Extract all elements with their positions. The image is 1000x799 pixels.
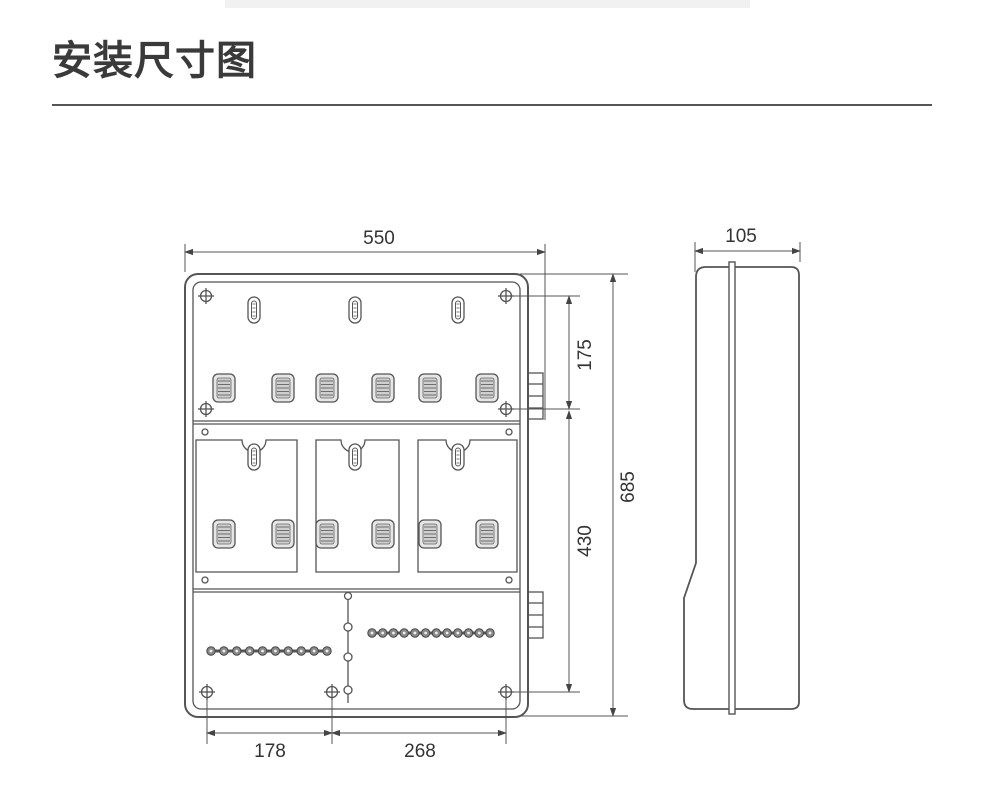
terminal-block: [371, 519, 395, 549]
hanging-slot: [348, 296, 362, 324]
hanging-slot: [451, 443, 465, 471]
terminal-block: [418, 373, 442, 403]
mount-hole-bottom-middle: [324, 684, 340, 700]
dim-height-label: 685: [618, 471, 639, 503]
terminal-block: [475, 373, 499, 403]
side-profile-back: [735, 266, 800, 710]
hinge-upper: [527, 372, 544, 420]
dimension-labels: 550 105 685 175 430 178 268: [254, 226, 757, 762]
mount-hole-top-left: [198, 288, 214, 304]
mount-hole-bottom-right: [498, 684, 514, 700]
front-view: [184, 273, 544, 718]
dim-width-label: 550: [363, 228, 395, 249]
upper-section-divider: [193, 420, 520, 425]
dim-bottom-left-label: 178: [254, 741, 286, 762]
terminal-strip: [206, 646, 332, 656]
side-profile-body: [683, 266, 729, 710]
terminal-block: [271, 519, 295, 549]
enclosure-inner-frame: [192, 281, 521, 710]
enclosure-outer-frame: [184, 273, 529, 718]
meter-compartment-left: [195, 439, 298, 573]
separator-screws: [343, 591, 353, 695]
terminal-strip: [367, 628, 495, 638]
terminal-block: [315, 373, 339, 403]
side-view: [683, 261, 800, 715]
meter-compartment-right: [417, 439, 518, 573]
terminal-block: [371, 373, 395, 403]
terminal-block: [418, 519, 442, 549]
mount-hole-mid-right: [498, 401, 514, 417]
hanging-slot: [348, 443, 362, 471]
terminal-block: [212, 519, 236, 549]
dim-bottom-right-label: 268: [404, 741, 436, 762]
terminal-block: [271, 373, 295, 403]
terminal-block: [315, 519, 339, 549]
terminal-blocks: [212, 373, 499, 549]
hanging-slots: [247, 296, 465, 471]
hanging-slot: [247, 443, 261, 471]
terminal-strips: [206, 628, 495, 656]
mount-hole-mid-left: [198, 401, 214, 417]
dim-depth-label: 105: [725, 226, 757, 247]
terminal-block: [212, 373, 236, 403]
terminal-block: [475, 519, 499, 549]
mount-hole-top-right: [498, 288, 514, 304]
crosshair-mounting-holes: [198, 288, 514, 700]
hanging-slot: [247, 296, 261, 324]
mounting-dots: [201, 428, 513, 584]
dim-upper-label: 175: [575, 339, 596, 371]
title-underline: [52, 104, 932, 106]
top-divider-strip: [225, 0, 750, 8]
middle-section-divider: [193, 588, 520, 593]
mount-hole-bottom-left: [199, 684, 215, 700]
dim-lower-label: 430: [575, 525, 596, 557]
side-profile-flange: [728, 261, 736, 715]
dimension-lines: [184, 242, 801, 744]
page-title: 安装尺寸图: [52, 38, 257, 84]
hinge-lower: [527, 591, 544, 639]
hanging-slot: [451, 296, 465, 324]
